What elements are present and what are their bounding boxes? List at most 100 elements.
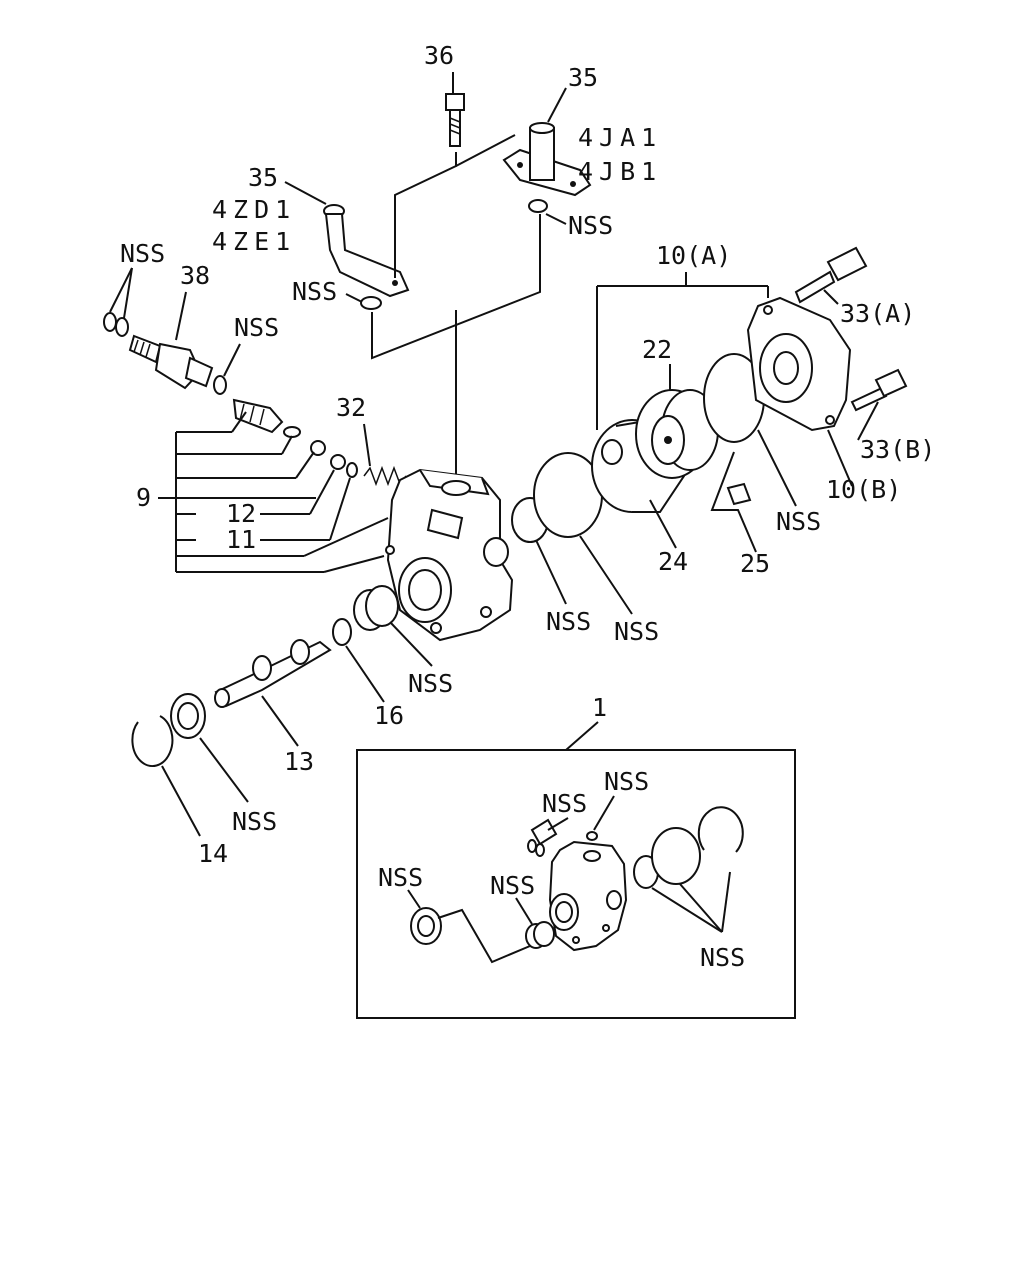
leader-nss-cover (757, 429, 797, 507)
leader-13 (261, 695, 299, 747)
leader-33b (857, 401, 879, 441)
leader-nss-seal (199, 737, 249, 803)
inset-leader-nss-e3 (721, 871, 731, 933)
label-35-top: 35 (568, 63, 598, 92)
label-14: 14 (198, 839, 228, 868)
leader-bolt-pipe-4ja1 (455, 134, 516, 167)
label-nss-big-oring: NSS (614, 617, 659, 646)
leader-32 (363, 423, 371, 467)
bolt-33a (794, 246, 868, 304)
washer-12 (330, 454, 346, 470)
label-nss-4zd1: NSS (292, 277, 337, 306)
label-nss-38: NSS (234, 313, 279, 342)
label-32: 32 (336, 393, 366, 422)
label-9: 9 (136, 483, 151, 512)
label-35-left: 35 (248, 163, 278, 192)
inset-leader-nss-a (547, 817, 569, 831)
leader-nss-pair-1 (109, 267, 133, 313)
inset-oring-mid (651, 827, 701, 885)
inset-leader-nss-d (515, 897, 533, 925)
leader-25 (710, 451, 757, 553)
label-1: 1 (592, 693, 607, 722)
leader-nss-bushing (389, 621, 433, 667)
inset-leader-nss-e1 (651, 887, 723, 933)
bolt-36 (445, 93, 465, 147)
label-22: 22 (642, 335, 672, 364)
label-33b: 33(B) (860, 435, 935, 464)
label-13: 13 (284, 747, 314, 776)
inset-housing (548, 840, 628, 952)
inset-leader-nss-b (593, 795, 615, 831)
label-4zd1: 4ZD1 (212, 195, 296, 224)
o-ring-nss-2 (115, 317, 129, 337)
label-10b: 10(B) (826, 475, 901, 504)
leader-nss-4ja1 (545, 213, 567, 225)
label-12: 12 (226, 499, 256, 528)
label-38: 38 (180, 261, 210, 290)
leader-38 (175, 291, 187, 341)
valve-spool (232, 398, 284, 434)
inset-seal-leader (437, 908, 531, 964)
oil-seal-nss (170, 693, 206, 739)
leader-10b (827, 429, 853, 487)
leader-nss-pair-2 (123, 267, 133, 319)
leader-nss-small (535, 539, 567, 605)
o-ring-38 (213, 375, 227, 395)
leader-nss-4zd1 (345, 293, 363, 303)
leader-35-top (547, 87, 567, 123)
label-nss-cover: NSS (776, 507, 821, 536)
o-ring-35-4ja1 (528, 199, 548, 213)
o-ring-nss-1 (103, 312, 117, 332)
leader-nss-38 (223, 343, 241, 377)
group-10a-bracket (596, 272, 769, 430)
inset-leader-nss-e2 (679, 883, 723, 933)
inset-oring-large (697, 806, 744, 853)
inset-label-nss-d: NSS (490, 871, 535, 900)
label-nss-pair: NSS (120, 239, 165, 268)
pipe-35-4ja1 (502, 122, 592, 197)
inset-label-nss-e: NSS (700, 943, 745, 972)
leader-33a (823, 289, 839, 305)
label-nss-small-oring: NSS (546, 607, 591, 636)
label-25: 25 (740, 549, 770, 578)
plug (310, 440, 326, 456)
inset-seal (410, 907, 442, 945)
inset-leader-nss-c (407, 889, 421, 909)
cartridge-22 (635, 389, 719, 479)
leader-35-left (284, 181, 327, 205)
label-4ze1: 4ZE1 (212, 227, 296, 256)
inset-fitting (527, 818, 558, 857)
inset-label-nss-b: NSS (604, 767, 649, 796)
snap-ring-16 (332, 618, 352, 646)
label-16: 16 (374, 701, 404, 730)
label-11: 11 (226, 525, 256, 554)
label-nss-seal: NSS (232, 807, 277, 836)
snap-ring-14 (131, 715, 174, 768)
leader-1 (565, 721, 599, 751)
cover-10b (746, 296, 852, 432)
leader-24 (649, 499, 677, 549)
leader-nss-big (579, 535, 633, 615)
label-33a: 33(A) (840, 299, 915, 328)
label-nss-bushing: NSS (408, 669, 453, 698)
label-4jb1: 4JB1 (578, 157, 662, 186)
pump-housing (385, 468, 514, 642)
o-ring-35-4zd1 (360, 296, 382, 310)
inset-small-oring (586, 831, 598, 841)
label-10a: 10(A) (656, 241, 731, 270)
inset-assembly-box: NSS NSS NSS NSS NSS (356, 749, 796, 1019)
union-fitting-38 (128, 334, 214, 390)
label-24: 24 (658, 547, 688, 576)
pipe-35-4zd1 (323, 204, 410, 298)
shaft-13 (214, 639, 332, 708)
inset-bushing (525, 921, 555, 949)
snap-ring-11 (346, 462, 358, 478)
leader-14 (161, 765, 201, 837)
spring-small (283, 426, 301, 438)
leader-16 (345, 645, 385, 703)
label-36: 36 (424, 41, 454, 70)
inset-label-nss-a: NSS (542, 789, 587, 818)
label-nss-4ja1: NSS (568, 211, 613, 240)
pin-25 (726, 482, 752, 506)
